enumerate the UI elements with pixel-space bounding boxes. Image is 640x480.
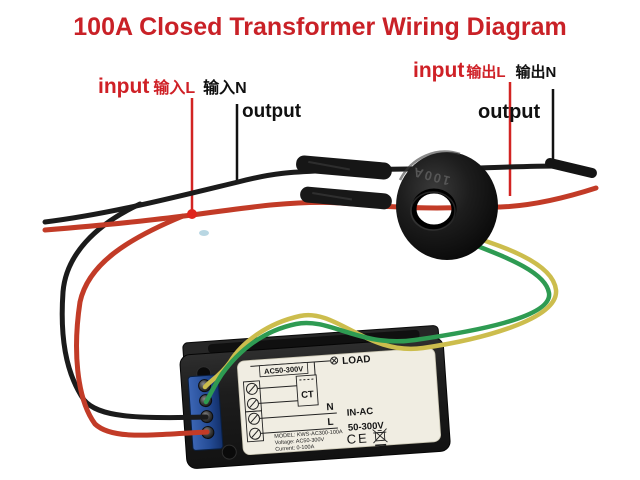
ct-green-wire (203, 232, 552, 405)
panel-n-text: N (326, 402, 334, 413)
panel-in-ac-text: IN-AC (346, 406, 373, 419)
right-input-labels: input 输出L 输出N (413, 59, 556, 83)
panel-load-text: LOAD (342, 354, 371, 367)
right-input-label: input (413, 59, 465, 82)
ring-bore-highlight (410, 191, 456, 231)
twist-tie (199, 230, 209, 236)
screw-symbol-icon (245, 382, 262, 440)
panel-rating-box-text: AC50-300V (264, 364, 304, 376)
live-branch-wire (74, 213, 210, 438)
right-line-n-label: 输出N (515, 64, 557, 81)
tape-joints (296, 155, 392, 210)
weee-icon (372, 428, 388, 447)
corner-hole-icon (221, 444, 237, 460)
ce-mark: CE (346, 430, 369, 447)
current-transformer-ring: 100A (396, 150, 498, 260)
meter-panel (237, 347, 441, 456)
junction-dot (187, 209, 197, 219)
load-terminal-icon (330, 356, 339, 365)
neutral-wire-end (545, 158, 597, 178)
ring-sheen (398, 150, 461, 181)
panel-model-text: MODEL: KWS-AC300-100A (274, 429, 343, 440)
panel-ct-text: CT (301, 389, 315, 401)
left-input-label: input (98, 75, 150, 98)
panel-l-text: L (327, 417, 334, 428)
neutral-wire (42, 163, 559, 225)
right-output-label: output (478, 101, 541, 123)
neutral-branch-wire (59, 201, 209, 421)
meter-schematic (242, 356, 339, 443)
left-line-n-label: 输入N (203, 80, 247, 97)
panel-voltage-text: Voltage: AC50-300V (275, 437, 325, 446)
energy-meter: AC50-300V LOAD CT N IN-AC L 50-300V MODE… (179, 325, 451, 469)
panel-range-text: 50-300V (348, 420, 385, 434)
ring-bore-rim (411, 188, 457, 230)
left-input-labels: input 输入L 输入N (98, 74, 247, 99)
left-output-label: output (242, 101, 302, 122)
panel-current-text: Current: 0-100A (275, 444, 315, 453)
left-line-l-label: 输入L (153, 80, 196, 97)
diagram-title: 100A Closed Transformer Wiring Diagram (73, 13, 567, 41)
ring-body (396, 152, 498, 260)
right-line-l-label: 输出L (466, 64, 506, 81)
